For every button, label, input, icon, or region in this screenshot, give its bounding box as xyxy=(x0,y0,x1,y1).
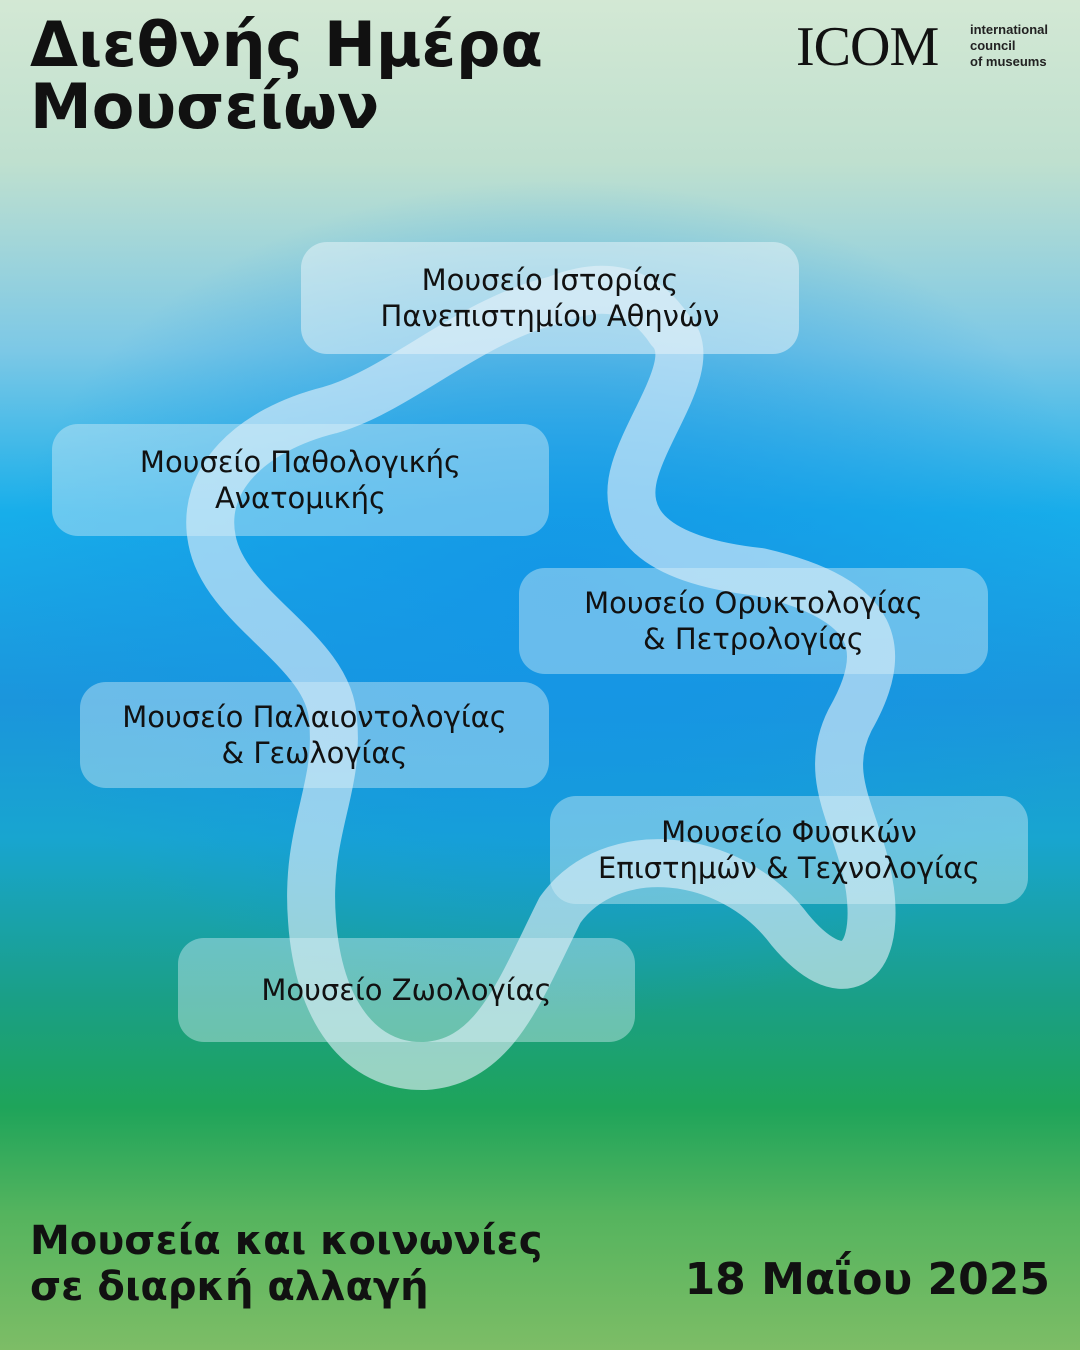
museum-card-paleontology-label: Μουσείο Παλαιοντολογίας & Γεωλογίας xyxy=(122,699,507,771)
winding-path xyxy=(186,265,896,1090)
museum-card-pathology-line-2: Ανατομικής xyxy=(214,481,387,515)
museum-card-pathology: Μουσείο Παθολογικής Ανατομικής xyxy=(52,424,549,536)
museum-card-history-line-1: Μουσείο Ιστορίας xyxy=(421,263,679,297)
logo-text-line-3: of museums xyxy=(970,54,1047,69)
museum-card-zoology-line-1: Μουσείο Ζωολογίας xyxy=(261,973,552,1007)
museum-card-history-label: Μουσείο Ιστορίας Πανεπιστημίου Αθηνών xyxy=(381,262,720,334)
museum-card-science-technology: Μουσείο Φυσικών Επιστημών & Τεχνολογίας xyxy=(550,796,1028,904)
museum-card-zoology-label: Μουσείο Ζωολογίας xyxy=(261,972,551,1008)
event-date: 18 Μαΐου 2025 xyxy=(684,1254,1050,1305)
logo-text-line-2: council xyxy=(970,38,1016,53)
museum-card-history: Μουσείο Ιστορίας Πανεπιστημίου Αθηνών xyxy=(301,242,799,354)
museum-card-pathology-label: Μουσείο Παθολογικής Ανατομικής xyxy=(140,444,461,516)
page-title: Διεθνής Ημέρα Μουσείων xyxy=(30,14,543,138)
subtitle-line-2: σε διαρκή αλλαγή xyxy=(30,1264,429,1310)
museum-card-mineralogy-line-2: & Πετρολογίας xyxy=(643,622,864,656)
title-line-1: Διεθνής Ημέρα xyxy=(30,8,543,81)
museum-card-pathology-line-1: Μουσείο Παθολογικής xyxy=(139,445,462,479)
museum-card-mineralogy-line-1: Μουσείο Ορυκτολογίας xyxy=(584,586,923,620)
museum-card-mineralogy-label: Μουσείο Ορυκτολογίας & Πετρολογίας xyxy=(584,585,923,657)
museum-card-history-line-2: Πανεπιστημίου Αθηνών xyxy=(380,299,720,333)
museum-card-paleontology: Μουσείο Παλαιοντολογίας & Γεωλογίας xyxy=(80,682,549,788)
museum-card-science-technology-line-2: Επιστημών & Τεχνολογίας xyxy=(598,851,980,885)
theme-subtitle: Μουσεία και κοινωνίες σε διαρκή αλλαγή xyxy=(30,1218,542,1310)
subtitle-line-1: Μουσεία και κοινωνίες xyxy=(30,1218,543,1264)
title-line-2: Μουσείων xyxy=(30,70,380,143)
museum-card-science-technology-label: Μουσείο Φυσικών Επιστημών & Τεχνολογίας xyxy=(598,814,980,886)
museum-card-zoology: Μουσείο Ζωολογίας xyxy=(178,938,635,1042)
museum-card-paleontology-line-2: & Γεωλογίας xyxy=(221,736,408,770)
icom-logo-mark: ICOM xyxy=(796,16,939,78)
museum-card-science-technology-line-1: Μουσείο Φυσικών xyxy=(661,815,917,849)
logo-text-line-1: international xyxy=(970,22,1049,37)
icom-logo-text: international council of museums xyxy=(970,22,1080,70)
museum-card-mineralogy: Μουσείο Ορυκτολογίας & Πετρολογίας xyxy=(519,568,988,674)
museum-card-paleontology-line-1: Μουσείο Παλαιοντολογίας xyxy=(122,700,507,734)
